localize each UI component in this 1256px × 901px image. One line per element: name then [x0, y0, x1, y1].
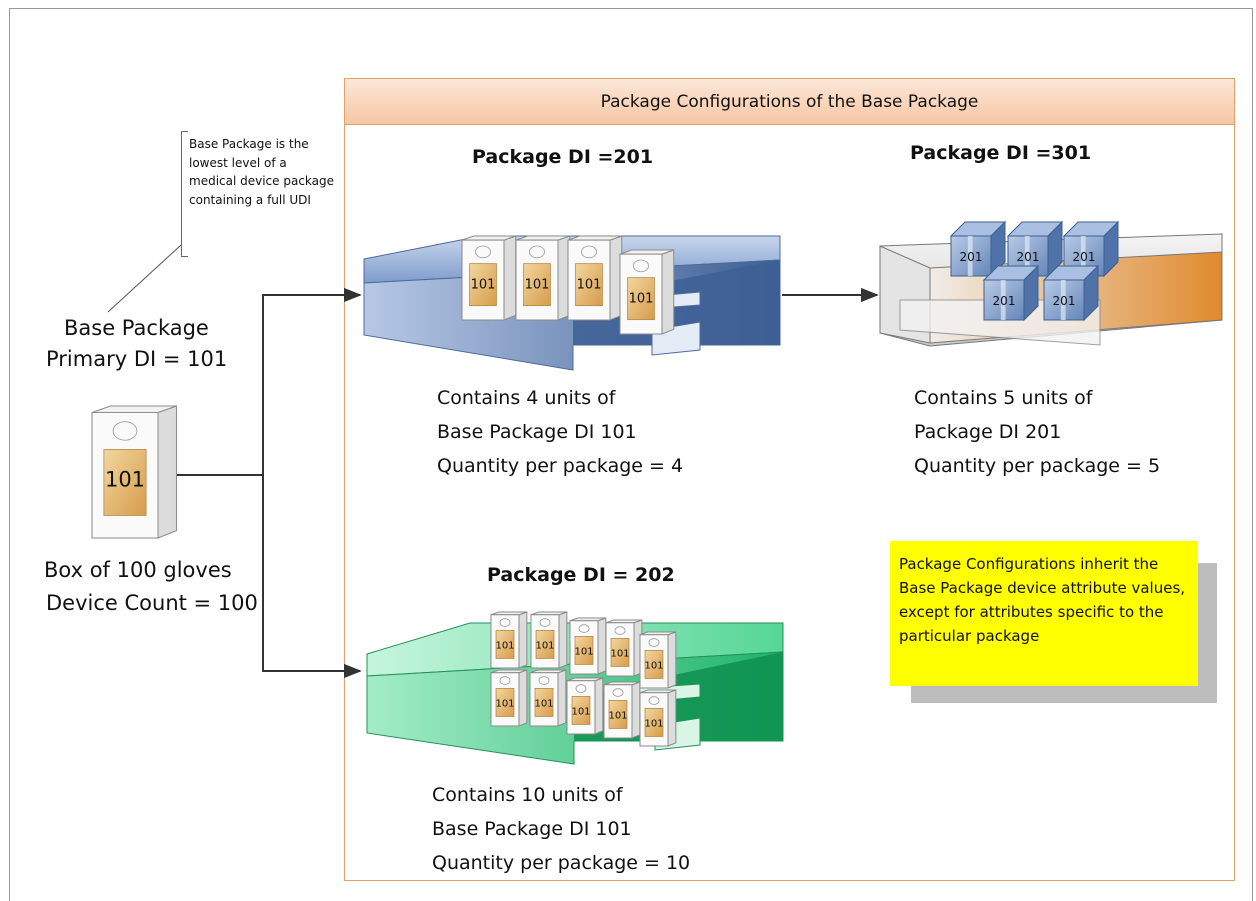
unit-label: 101: [105, 467, 145, 491]
unit-label: 201: [1053, 294, 1076, 308]
pkg201-unit-box: 101: [461, 235, 517, 321]
base-package-note: Base Package is the lowest level of a me…: [181, 131, 335, 257]
base-package-box-graphic: 101: [91, 405, 177, 539]
unit-label: 101: [495, 640, 514, 651]
package-202-units: 101 101 101 101 101 101 101 101 101 101: [490, 611, 677, 747]
note-text: Base Package is the lowest level of a me…: [189, 137, 335, 207]
pkg301-unit-cube: 201: [1042, 264, 1100, 322]
package-301-units: 201 201 201 201 201: [949, 220, 1120, 322]
pkg301-caption-line1: Contains 5 units of: [914, 387, 1093, 409]
pkg202-unit-box: 101: [639, 689, 677, 747]
unit-label: 101: [534, 698, 553, 709]
pkg202-unit-box: 101: [530, 611, 568, 669]
pkg202-unit-box: 101: [529, 669, 567, 727]
base-title-line2: Primary DI = 101: [46, 347, 228, 371]
pkg202-unit-box: 101: [490, 611, 528, 669]
unit-label: 201: [1017, 250, 1040, 264]
unit-label: 101: [629, 292, 654, 307]
unit-label: 101: [574, 646, 593, 657]
unit-label: 201: [960, 250, 983, 264]
pkg201-caption-line3: Quantity per package = 4: [437, 455, 684, 477]
pkg202-unit-box: 101: [605, 619, 643, 677]
pkg201-unit-box: 101: [515, 235, 571, 321]
unit-label: 101: [644, 660, 663, 671]
pkg301-unit-cube: 201: [982, 264, 1040, 322]
pkg202-caption-line2: Base Package DI 101: [432, 818, 632, 840]
pkg202-title: Package DI = 202: [487, 564, 675, 586]
pkg202-unit-box: 101: [566, 677, 604, 735]
pkg301-unit-cube: 201: [1062, 220, 1120, 278]
pkg201-unit-box: 101: [567, 235, 623, 321]
panel-title: Package Configurations of the Base Packa…: [600, 91, 979, 112]
pkg301-caption-line2: Package DI 201: [914, 421, 1062, 443]
pkg202-unit-box: 101: [490, 669, 528, 727]
unit-label: 101: [471, 278, 496, 293]
base-caption-line1: Box of 100 gloves: [44, 558, 232, 582]
unit-label: 101: [610, 648, 629, 659]
arrow-to-pkg201: [262, 287, 362, 671]
base-glove-box: 101: [91, 405, 177, 539]
unit-label: 101: [608, 710, 627, 721]
pkg202-caption-line3: Quantity per package = 10: [432, 852, 691, 874]
pkg201-caption-line2: Base Package DI 101: [437, 421, 637, 443]
pkg202-caption-line1: Contains 10 units of: [432, 784, 623, 806]
unit-label: 101: [525, 278, 550, 293]
unit-label: 101: [571, 706, 590, 717]
pkg201-title: Package DI =201: [472, 146, 654, 168]
note-leader-line: [107, 244, 182, 313]
unit-label: 101: [577, 278, 602, 293]
unit-label: 101: [644, 718, 663, 729]
pkg202-unit-box: 101: [569, 617, 607, 675]
pkg301-caption-line3: Quantity per package = 5: [914, 455, 1161, 477]
package-configurations-panel: Package Configurations of the Base Packa…: [344, 78, 1235, 881]
arrow-to-pkg202: [262, 475, 362, 679]
pkg201-caption-line1: Contains 4 units of: [437, 387, 616, 409]
unit-label: 101: [495, 698, 514, 709]
pkg202-unit-box: 101: [639, 631, 677, 689]
outer-frame: [9, 8, 1253, 901]
panel-header: Package Configurations of the Base Packa…: [345, 79, 1234, 125]
base-title-line1: Base Package: [64, 316, 209, 340]
unit-label: 101: [535, 640, 554, 651]
note-bracket: [181, 131, 188, 257]
package-201-units: 101 101 101 101: [461, 235, 675, 335]
pkg201-unit-box: 101: [619, 249, 675, 335]
pkg301-unit-cube: 201: [949, 220, 1007, 278]
base-caption-line2: Device Count = 100: [46, 591, 258, 615]
pkg301-title: Package DI =301: [910, 142, 1092, 164]
unit-label: 201: [993, 294, 1016, 308]
inherit-note: Package Configurations inherit the Base …: [890, 541, 1198, 686]
pkg202-unit-box: 101: [603, 681, 641, 739]
unit-label: 201: [1073, 250, 1096, 264]
